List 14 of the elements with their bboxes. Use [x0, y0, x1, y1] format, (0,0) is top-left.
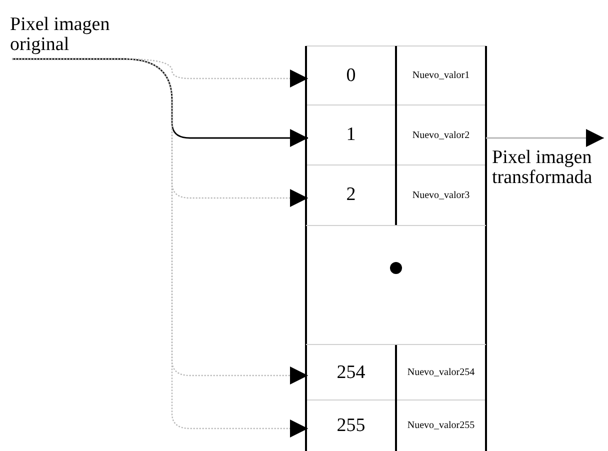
new-value-text: Nuevo_valor255	[407, 420, 475, 431]
new-value-text: Nuevo_valor2	[412, 130, 470, 140]
input-caption: Pixel imagen original	[10, 15, 111, 55]
new-value-text: Nuevo_valor1	[412, 70, 470, 81]
index-number: 0	[346, 64, 356, 86]
new-value-text: Nuevo_valor3	[412, 190, 470, 200]
index-number: 1	[346, 124, 356, 146]
index-number: 2	[346, 184, 356, 206]
table-gap-row	[306, 225, 486, 345]
index-number: 254	[336, 362, 366, 384]
arrow	[486, 129, 604, 147]
index-number: 255	[336, 414, 366, 436]
new-value-text: Nuevo_valor254	[407, 367, 475, 378]
arrow	[12, 58, 308, 147]
